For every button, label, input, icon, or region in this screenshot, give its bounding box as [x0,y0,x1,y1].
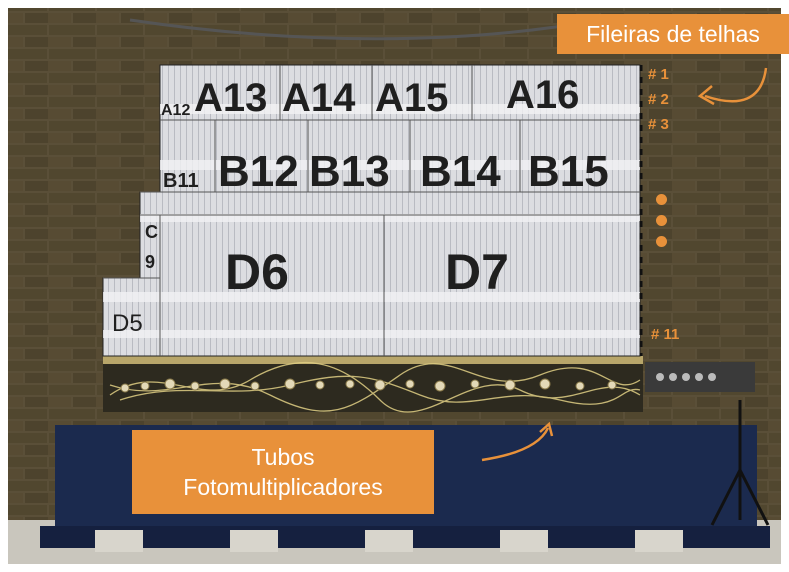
pmt-cables [109,361,641,413]
ceiling-cable [129,18,601,41]
tile-a15: A15 [375,76,448,120]
tile-d7: D7 [445,244,509,300]
row-label-3: # 3 [648,116,669,133]
tile-a14: A14 [282,76,356,120]
arrow-pmt-icon [481,427,550,462]
foot-4 [500,530,548,552]
tile-b11: B11 [163,170,199,192]
ellipsis-dot-3 [656,236,667,247]
tile-b12: B12 [218,147,299,196]
tile-labels: A12 A13 A14 A15 A16 B11 B12 B13 B14 B15 … [112,73,609,337]
ellipsis-dot-1 [656,194,667,205]
foot-5 [635,530,683,552]
rows-callout: Fileiras de telhas [557,14,789,54]
tile-d6: D6 [225,244,289,300]
pmt-tray [103,356,643,412]
foot-2 [230,530,278,552]
arrow-rows-icon [704,67,768,103]
arrow-pmt-head [539,421,554,437]
tripod [710,400,770,526]
tile-c9-9: 9 [145,252,155,272]
tile-c9-c: C [145,222,158,242]
crate-connectors [656,373,716,381]
foot-3 [365,530,413,552]
row-label-2: # 2 [648,91,669,108]
arrow-rows-head [697,85,715,106]
pmt-callout-line1: Tubos [251,444,315,470]
rows-callout-text: Fileiras de telhas [586,21,760,47]
tile-a13: A13 [194,76,267,120]
tile-a16: A16 [506,73,579,117]
tile-bands [103,104,640,338]
row-label-11: # 11 [651,326,680,343]
pmt-callout-line2: Fotomultiplicadores [183,474,383,500]
row-label-1: # 1 [648,66,669,83]
pmt-callout: Tubos Fotomultiplicadores [132,430,434,514]
ellipsis-dot-2 [656,215,667,226]
tile-b13: B13 [309,147,390,196]
foot-1 [95,530,143,552]
tile-d5: D5 [112,310,143,337]
tile-b15: B15 [528,147,609,196]
tile-b14: B14 [420,147,501,196]
pmt-tubes [120,378,617,393]
tile-dividers [103,65,640,356]
pmt-tray-rail [103,356,643,364]
tile-a12: A12 [161,102,190,119]
